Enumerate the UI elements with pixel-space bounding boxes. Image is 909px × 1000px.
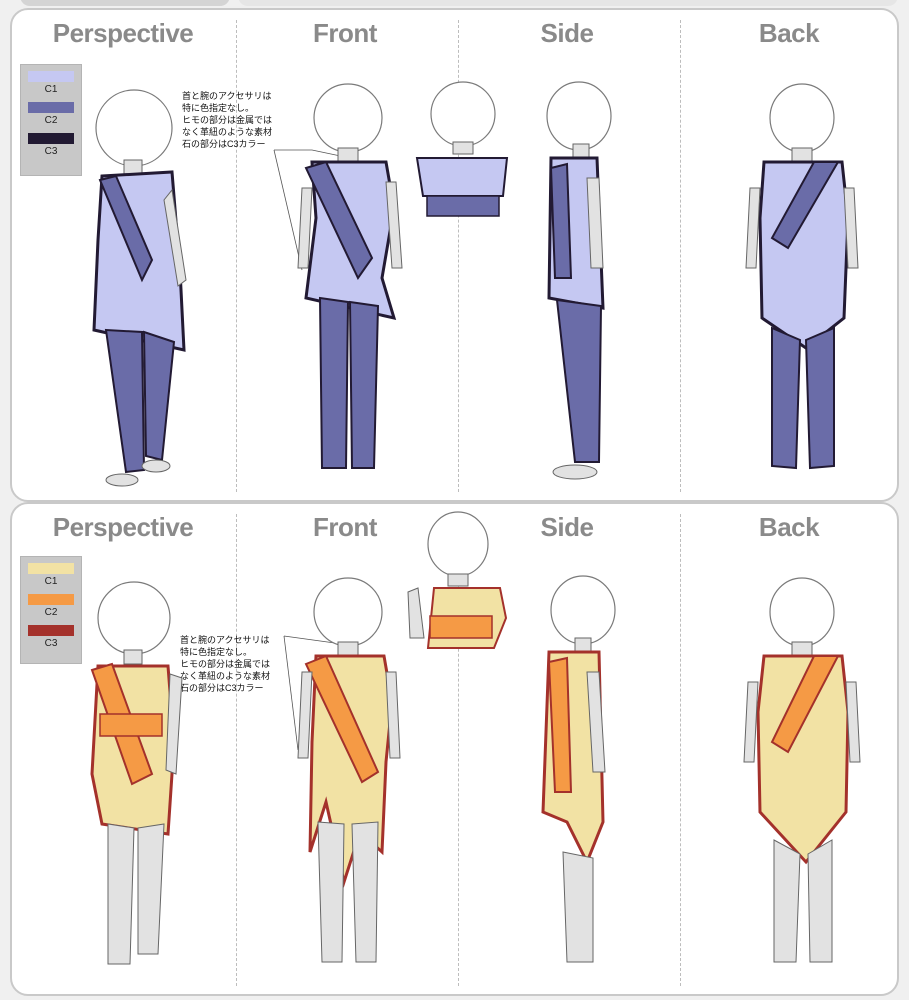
swatch-c2	[28, 594, 74, 605]
column-divider	[236, 514, 237, 986]
panel-tab-stub	[238, 0, 898, 6]
top-sheet-panel: Perspective Front Side Back C1 C2 C3 首と腕…	[10, 8, 899, 502]
note-line: ヒモの部分は金属では	[182, 115, 273, 125]
swatch-c3	[28, 625, 74, 636]
swatch-label: C2	[44, 607, 58, 618]
column-title-back: Back	[758, 512, 820, 542]
swatch-c1	[28, 563, 74, 574]
swatch-label: C3	[44, 638, 58, 649]
column-divider	[458, 514, 459, 986]
column-title-side: Side	[540, 18, 594, 48]
palette-entry-c2: C2	[21, 102, 81, 126]
column-title-front: Front	[313, 512, 377, 542]
color-palette: C1 C2 C3	[20, 64, 82, 176]
figure-back	[743, 577, 861, 963]
figure-side	[541, 575, 616, 963]
column-divider	[458, 20, 459, 492]
bottom-sheet-panel: Perspective Front Side Back C1 C2 C3 首と腕…	[10, 502, 899, 996]
note-line: 特に色指定なし。	[180, 647, 253, 657]
column-title-back: Back	[758, 18, 820, 48]
color-palette: C1 C2 C3	[20, 556, 82, 664]
swatch-c2	[28, 102, 74, 113]
palette-entry-c1: C1	[21, 563, 81, 587]
note-line: 首と腕のアクセサリは	[182, 91, 272, 101]
figure-front	[297, 577, 401, 963]
swatch-label: C3	[44, 146, 58, 157]
palette-entry-c1: C1	[21, 71, 81, 95]
figure-front	[297, 83, 403, 469]
column-divider	[680, 514, 681, 986]
column-title-side: Side	[540, 512, 594, 542]
palette-entry-c3: C3	[21, 625, 81, 649]
note-line: なく革紐のような素材	[180, 671, 271, 681]
accessory-note: 首と腕のアクセサリは 特に色指定なし。 ヒモの部分は金属では なく革紐のような素…	[182, 90, 272, 150]
note-line: なく革紐のような素材	[182, 127, 273, 137]
note-line: 石の部分はC3カラー	[182, 139, 266, 149]
figure-perspective	[92, 89, 187, 487]
figure-back	[745, 83, 859, 470]
note-line: 首と腕のアクセサリは	[180, 635, 270, 645]
note-line: 特に色指定なし。	[182, 103, 255, 113]
note-line: 石の部分はC3カラー	[180, 683, 264, 693]
column-title-perspective: Perspective	[52, 18, 194, 48]
column-title-front: Front	[313, 18, 377, 48]
note-line: ヒモの部分は金属では	[180, 659, 271, 669]
palette-entry-c2: C2	[21, 594, 81, 618]
figure-side	[546, 81, 612, 480]
figure-bust-detail	[415, 81, 509, 217]
column-divider	[236, 20, 237, 492]
column-divider	[680, 20, 681, 492]
swatch-c3	[28, 133, 74, 144]
panel-tab-stub	[20, 0, 230, 6]
swatch-label: C2	[44, 115, 58, 126]
swatch-c1	[28, 71, 74, 82]
figure-perspective	[90, 581, 183, 965]
palette-entry-c3: C3	[21, 133, 81, 157]
swatch-label: C1	[44, 84, 58, 95]
column-title-perspective: Perspective	[52, 512, 194, 542]
figure-bust-detail	[407, 511, 508, 649]
swatch-label: C1	[44, 576, 58, 587]
accessory-note: 首と腕のアクセサリは 特に色指定なし。 ヒモの部分は金属では なく革紐のような素…	[180, 634, 270, 694]
